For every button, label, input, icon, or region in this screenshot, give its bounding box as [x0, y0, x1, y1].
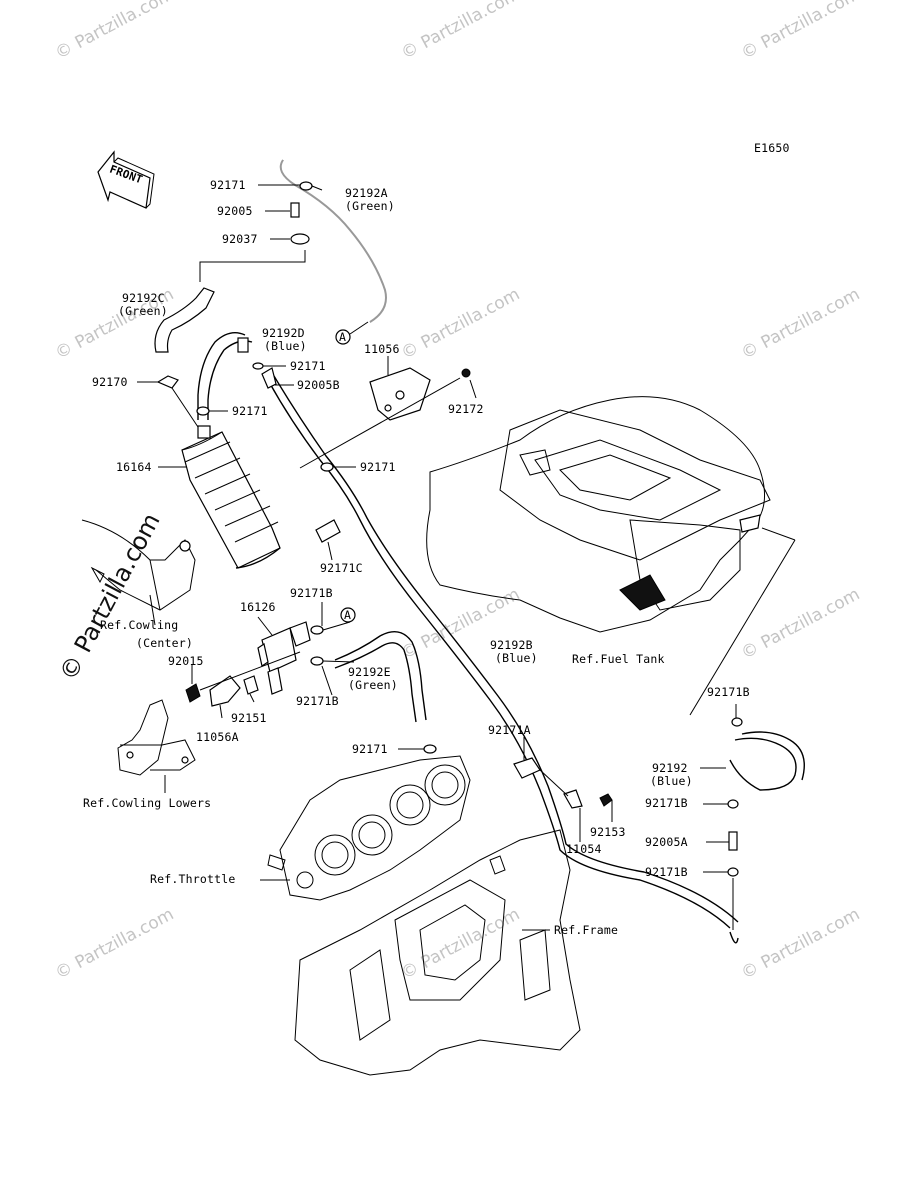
front-arrow-icon: [97, 150, 155, 209]
label-11056: 11056: [364, 342, 400, 356]
label-92171B-b: 92171B: [296, 694, 339, 708]
valve-16126: [257, 621, 311, 695]
label-92171B-right2: 92171B: [645, 796, 688, 810]
label-16126: 16126: [240, 600, 276, 614]
canister-16164: [181, 425, 281, 569]
label-92170: 92170: [92, 375, 128, 389]
label-11056A: 11056A: [196, 730, 239, 744]
label-ref-fuel-tank: Ref.Fuel Tank: [572, 652, 665, 666]
ref-a-top: A: [339, 330, 347, 344]
label-92172: 92172: [448, 402, 484, 416]
label-92192D: 92192D: [262, 326, 305, 340]
label-92192C: 92192C: [122, 291, 165, 305]
ref-a-marker-mid: [340, 607, 356, 623]
label-92192A: 92192A: [345, 186, 388, 200]
label-92192B: 92192B: [490, 638, 533, 652]
label-92171-low: 92171: [352, 742, 388, 756]
diagram-code: E1650: [754, 141, 790, 155]
label-92192D-color: (Blue): [264, 339, 307, 353]
ref-a-marker-top: [335, 329, 351, 345]
label-92151: 92151: [231, 711, 267, 725]
label-16164: 16164: [116, 460, 152, 474]
label-ref-cowling-center: Ref.Cowling: [100, 618, 179, 632]
label-ref-frame: Ref.Frame: [554, 923, 619, 937]
bracket-11056: [369, 367, 431, 421]
label-ref-throttle: Ref.Throttle: [150, 872, 236, 886]
label-92037: 92037: [222, 232, 258, 246]
label-92171-mid: 92171: [290, 359, 326, 373]
label-92171B-right3: 92171B: [645, 865, 688, 879]
label-92192A-color: (Green): [345, 199, 395, 213]
label-ref-cowling-lowers: Ref.Cowling Lowers: [83, 796, 212, 810]
ref-a-mid: A: [344, 608, 352, 622]
label-92171C: 92171C: [320, 561, 363, 575]
label-92192E-color: (Green): [348, 678, 398, 692]
label-92171-top: 92171: [210, 178, 246, 192]
label-11054: 11054: [566, 842, 602, 856]
label-92171-hose: 92171: [360, 460, 396, 474]
label-92192: 92192: [652, 761, 688, 775]
label-92171-canister: 92171: [232, 404, 268, 418]
label-ref-cowling-center-sub: (Center): [136, 636, 193, 650]
frame-ref: [294, 829, 581, 1076]
label-92005B: 92005B: [297, 378, 340, 392]
label-92192E: 92192E: [348, 665, 391, 679]
throttle-body-ref: [267, 755, 471, 901]
label-92153: 92153: [590, 825, 626, 839]
label-92171A: 92171A: [488, 723, 531, 737]
label-92005A: 92005A: [645, 835, 688, 849]
label-92192B-color: (Blue): [495, 651, 538, 665]
label-92171B-a: 92171B: [290, 586, 333, 600]
label-92192C-color: (Green): [118, 304, 168, 318]
label-92015: 92015: [168, 654, 204, 668]
label-92192-color: (Blue): [650, 774, 693, 788]
label-92171B-right: 92171B: [707, 685, 750, 699]
label-92005: 92005: [217, 204, 253, 218]
fuel-tank-ref: [426, 396, 771, 633]
